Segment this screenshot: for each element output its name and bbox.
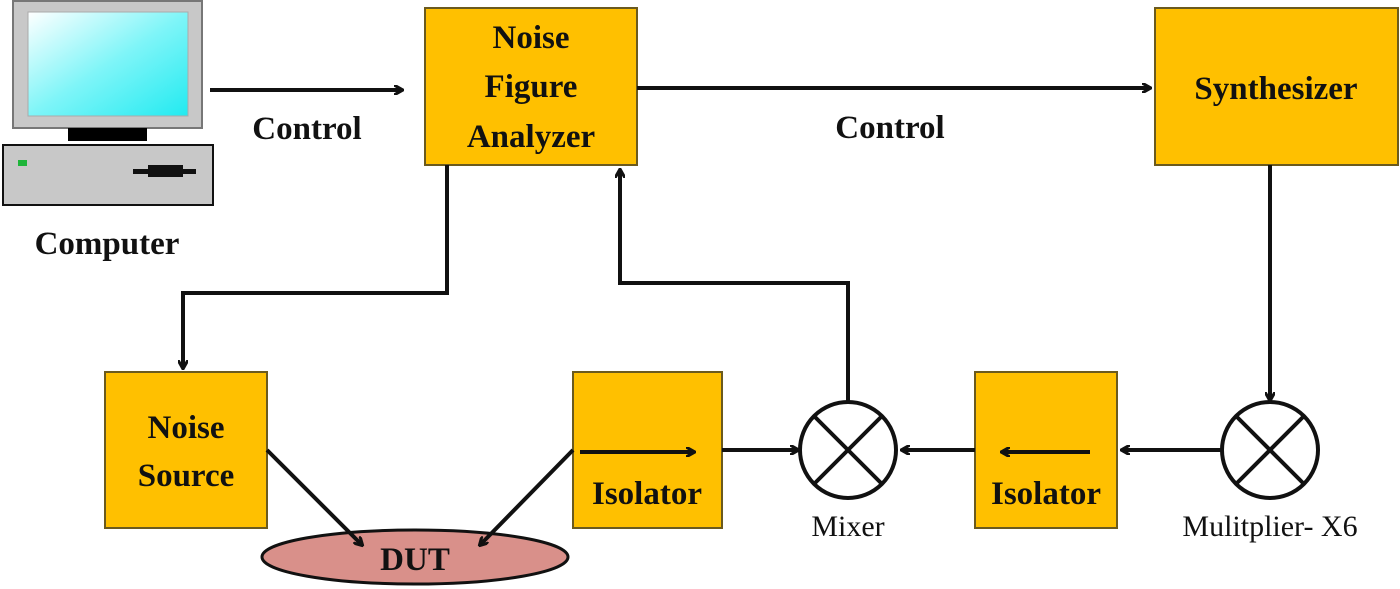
isolator-2-label: Isolator bbox=[991, 476, 1101, 512]
computer-icon bbox=[2, 0, 214, 206]
isolator-1-label: Isolator bbox=[592, 476, 702, 512]
isolator-1-block: Isolator bbox=[572, 371, 723, 529]
dut-block: DUT bbox=[260, 528, 570, 586]
noise-source-label-line1: Noise bbox=[148, 410, 225, 446]
multiplier-label: Mulitplier- X6 bbox=[1182, 510, 1357, 543]
computer-label: Computer bbox=[35, 226, 180, 262]
mixer-icon bbox=[798, 400, 898, 500]
control-label-right: Control bbox=[835, 110, 944, 146]
nfa-label-line1: Noise bbox=[493, 20, 570, 56]
noise-source-to-dut-arrow bbox=[265, 448, 362, 545]
noise-figure-analyzer-block: Noise Figure Analyzer bbox=[424, 7, 638, 166]
control-label-left: Control bbox=[252, 111, 361, 147]
isolator-to-dut-arrow bbox=[480, 448, 575, 545]
nfa-label-line3: Analyzer bbox=[467, 119, 595, 155]
synthesizer-block: Synthesizer bbox=[1154, 7, 1399, 166]
isolator-2-block: Isolator bbox=[974, 371, 1118, 529]
noise-source-label-line2: Source bbox=[138, 458, 235, 494]
multiplier-icon bbox=[1220, 400, 1320, 500]
mixer-label: Mixer bbox=[811, 510, 884, 543]
nfa-label-line2: Figure bbox=[485, 69, 578, 105]
mixer-to-nfa-arrow bbox=[620, 170, 850, 402]
dut-label: DUT bbox=[380, 542, 450, 578]
synthesizer-label: Synthesizer bbox=[1194, 71, 1357, 107]
noise-source-block: Noise Source bbox=[104, 371, 268, 529]
nfa-to-noise-source-arrow bbox=[183, 165, 449, 368]
